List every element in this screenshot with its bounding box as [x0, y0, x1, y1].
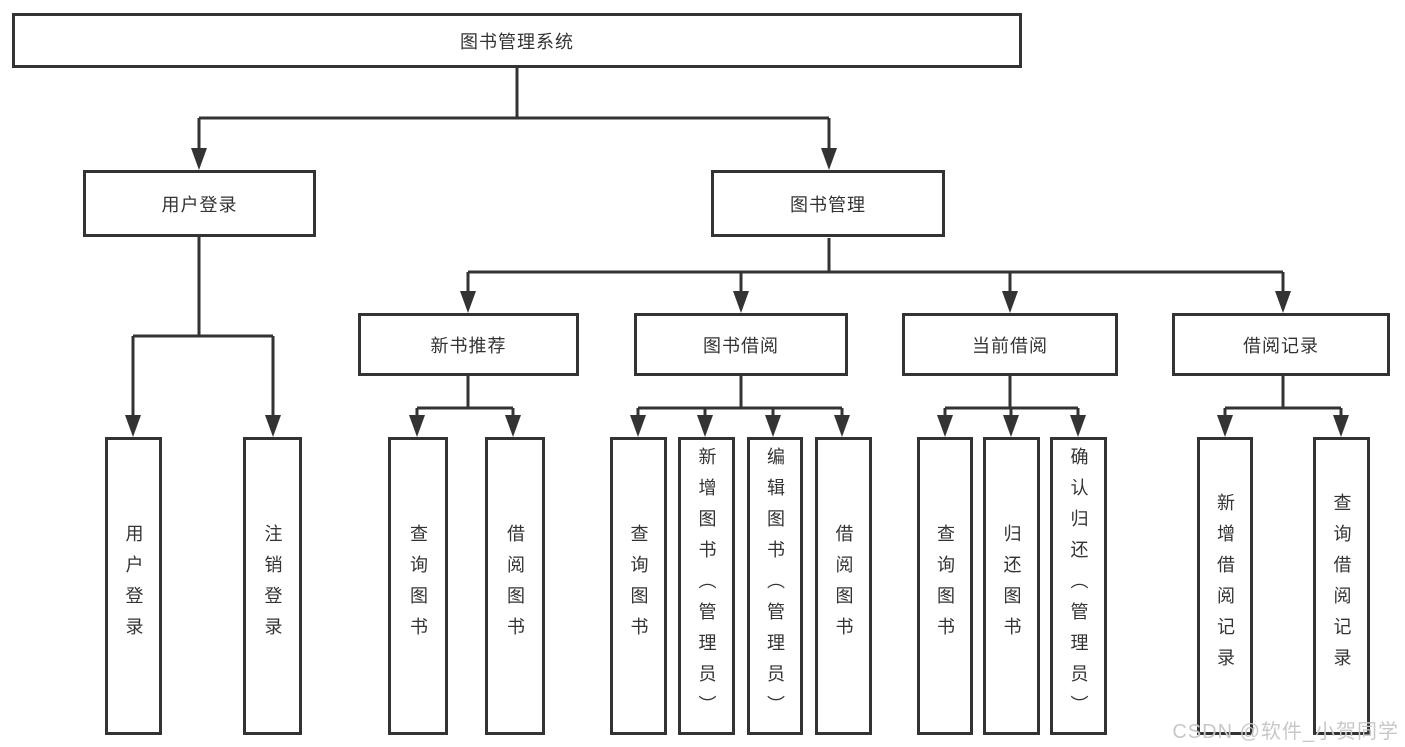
arrow-down-icon: [125, 415, 141, 437]
node-book-borrowing: 图书借阅: [634, 313, 848, 376]
arrow-down-icon: [1333, 415, 1349, 437]
leaf-query-borrow-record: 查询借阅记录: [1313, 437, 1370, 735]
leaf-borrow-books-borrowing: 借阅图书: [815, 437, 872, 735]
leaf-label: 查询图书: [408, 524, 428, 648]
leaf-label: 新增图书（管理员）: [696, 446, 717, 726]
arrow-down-icon: [697, 415, 713, 437]
leaf-label: 注销登录: [262, 524, 283, 648]
node-library-management-system: 图书管理系统: [12, 13, 1022, 68]
arrow-down-icon: [630, 415, 646, 437]
leaf-label: 用户登录: [123, 524, 144, 648]
arrow-down-icon: [1217, 415, 1233, 437]
leaf-label: 新增借阅记录: [1215, 493, 1235, 679]
node-new-book-recommendation: 新书推荐: [358, 313, 579, 376]
leaf-query-books-borrowing: 查询图书: [610, 437, 667, 735]
arrow-down-icon: [821, 148, 837, 170]
leaf-logout: 注销登录: [243, 437, 302, 735]
arrow-down-icon: [1003, 415, 1019, 437]
arrow-down-icon: [505, 415, 521, 437]
leaf-return-books: 归还图书: [983, 437, 1040, 735]
arrow-down-icon: [834, 415, 850, 437]
arrow-down-icon: [191, 148, 207, 170]
node-borrowing-records: 借阅记录: [1172, 313, 1390, 376]
leaf-borrow-books-recommend: 借阅图书: [485, 437, 545, 735]
leaf-label: 编辑图书（管理员）: [765, 446, 785, 726]
leaf-label: 确认归还（管理员）: [1068, 446, 1089, 726]
node-book-management: 图书管理: [711, 170, 945, 237]
arrow-down-icon: [409, 415, 425, 437]
arrow-down-icon: [937, 415, 953, 437]
csdn-watermark: CSDN @软件_小贺同学: [1172, 721, 1399, 743]
arrow-down-icon: [733, 291, 749, 313]
arrow-down-icon: [460, 291, 476, 313]
leaf-query-books-recommend: 查询图书: [388, 437, 448, 735]
arrow-down-icon: [1070, 415, 1086, 437]
arrow-down-icon: [1002, 291, 1018, 313]
leaf-label: 查询借阅记录: [1331, 493, 1352, 679]
node-user-login: 用户登录: [83, 170, 316, 237]
arrow-down-icon: [1275, 291, 1291, 313]
leaf-confirm-return-admin: 确认归还（管理员）: [1050, 437, 1107, 735]
arrow-down-icon: [265, 415, 281, 437]
node-current-borrowing: 当前借阅: [902, 313, 1118, 376]
leaf-edit-books-admin: 编辑图书（管理员）: [747, 437, 803, 735]
arrow-down-icon: [765, 415, 781, 437]
leaf-add-books-admin: 新增图书（管理员）: [678, 437, 735, 735]
leaf-label: 查询图书: [935, 524, 955, 648]
leaf-label: 查询图书: [628, 524, 649, 648]
leaf-add-borrow-record: 新增借阅记录: [1197, 437, 1253, 735]
leaf-label: 归还图书: [1001, 524, 1022, 648]
leaf-query-books-current: 查询图书: [917, 437, 973, 735]
leaf-label: 借阅图书: [833, 524, 854, 648]
leaf-user-login: 用户登录: [105, 437, 162, 735]
leaf-label: 借阅图书: [505, 524, 525, 648]
